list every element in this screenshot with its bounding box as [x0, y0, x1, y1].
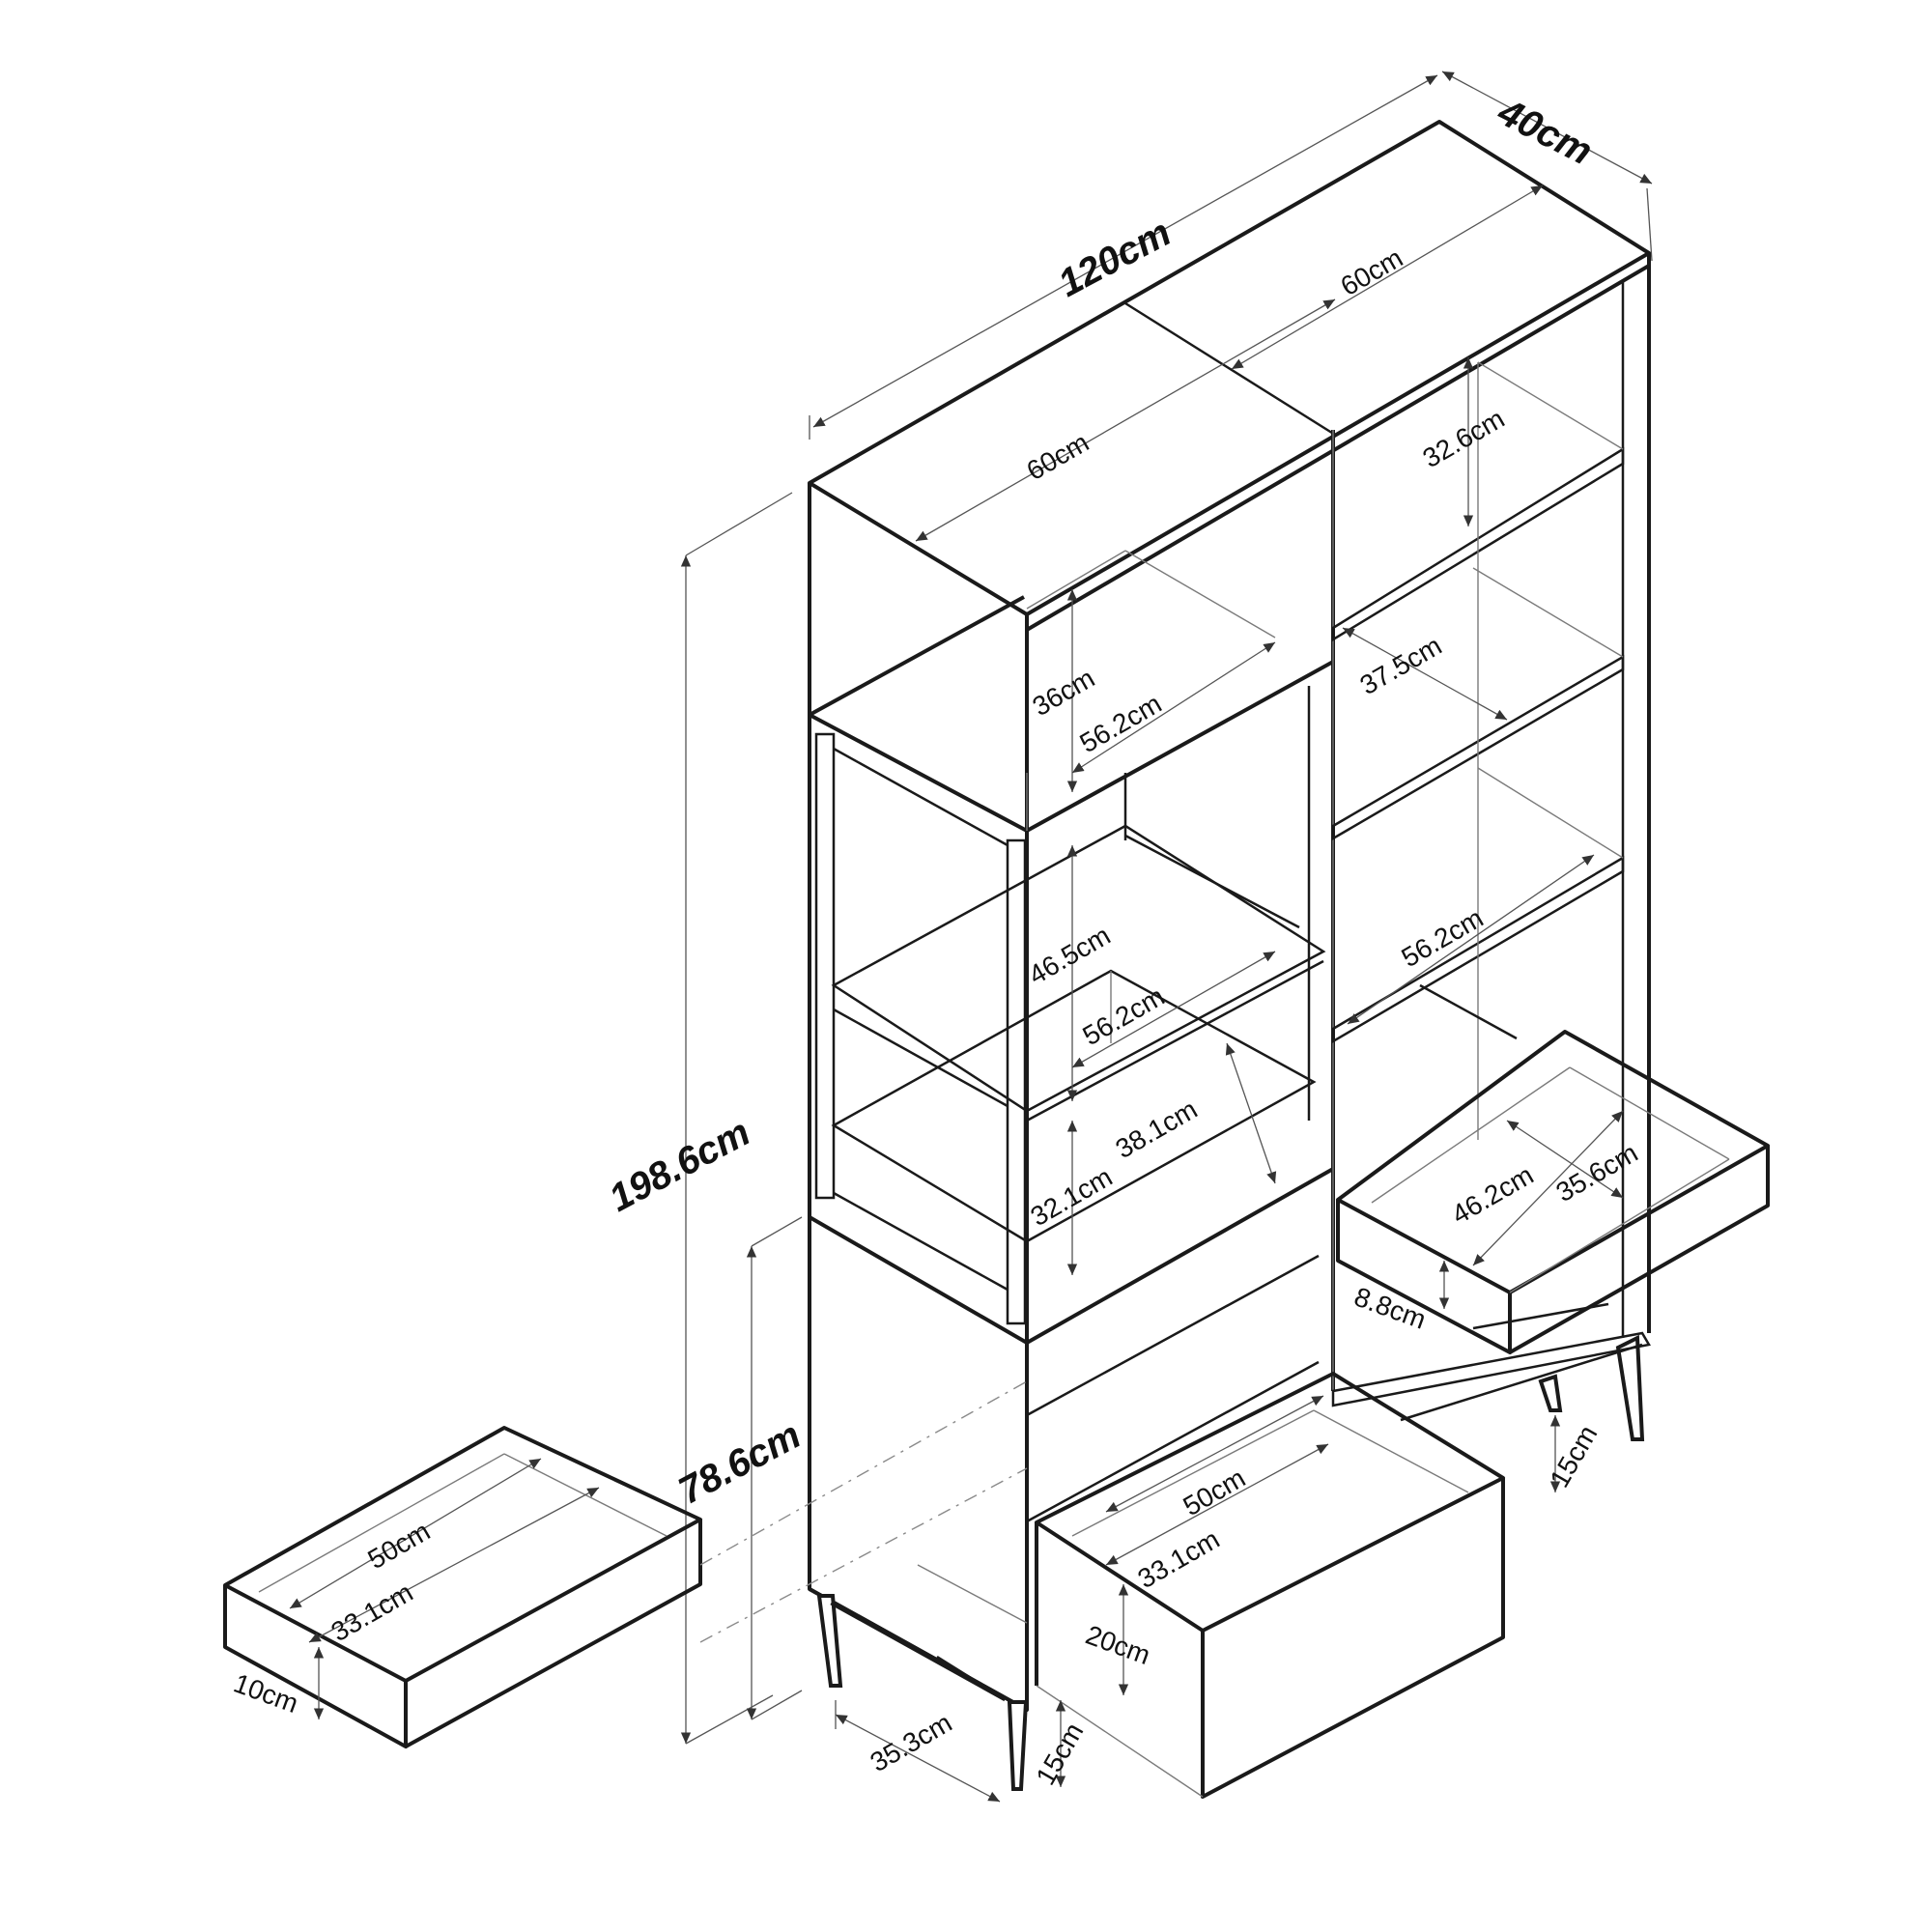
right-top-width-label: 60cm — [1336, 242, 1408, 301]
cabinet-top — [808, 120, 1651, 632]
right-top-height-label: 32.6cm — [1418, 403, 1510, 473]
left-lower-depth-label: 38.1cm — [1111, 1094, 1203, 1164]
left-middle-height-label: 46.5cm — [1024, 920, 1116, 990]
lower-drawer-height-label: 20cm — [1082, 1620, 1154, 1671]
lower-leg-height-label: 15cm — [1030, 1718, 1089, 1790]
left-tower — [808, 430, 1335, 1712]
overall-dimension-lines — [680, 71, 1653, 1745]
detached-drawer — [223, 1380, 1028, 1748]
legs — [816, 1334, 1645, 1791]
upper-drawer-width-label: 46.2cm — [1447, 1159, 1539, 1230]
right-shelves — [1331, 361, 1625, 1140]
left-upper-height-label: 36cm — [1028, 663, 1100, 722]
leg-spread-label: 35.3cm — [866, 1707, 957, 1777]
left-upper-depth-label: 56.2cm — [1075, 688, 1167, 758]
overall-height-label: 198.6cm — [603, 1111, 757, 1220]
upper-drawer-depth-label: 35.6cm — [1551, 1137, 1643, 1208]
lower-drawer-depth-label: 33.1cm — [1133, 1523, 1225, 1594]
right-leg-height-label: 15cm — [1544, 1420, 1603, 1492]
dimension-labels: 120cm 40cm 198.6cm 78.6cm 60cm 60cm 36cm… — [230, 90, 1643, 1790]
right-bookcase — [1331, 266, 1651, 1422]
lower-drawer-width-label: 50cm — [1179, 1463, 1251, 1521]
upper-right-drawer — [1336, 983, 1770, 1354]
lower-height-label: 78.6cm — [672, 1413, 808, 1513]
overall-width-label: 120cm — [1052, 212, 1179, 305]
right-lower-depth-label: 56.2cm — [1397, 902, 1489, 973]
left-lower-height-label: 32.1cm — [1026, 1161, 1118, 1232]
left-top-width-label: 60cm — [1022, 427, 1094, 486]
overall-depth-label: 40cm — [1491, 90, 1599, 173]
detached-drawer-width-label: 50cm — [363, 1516, 436, 1575]
detached-drawer-height-label: 10cm — [230, 1668, 302, 1719]
lower-front-drawer — [1035, 1372, 1561, 1799]
detached-drawer-depth-label: 33.1cm — [327, 1577, 418, 1647]
right-middle-height-label: 37.5cm — [1355, 630, 1447, 700]
interior-dimension-arrows — [835, 357, 1595, 1803]
